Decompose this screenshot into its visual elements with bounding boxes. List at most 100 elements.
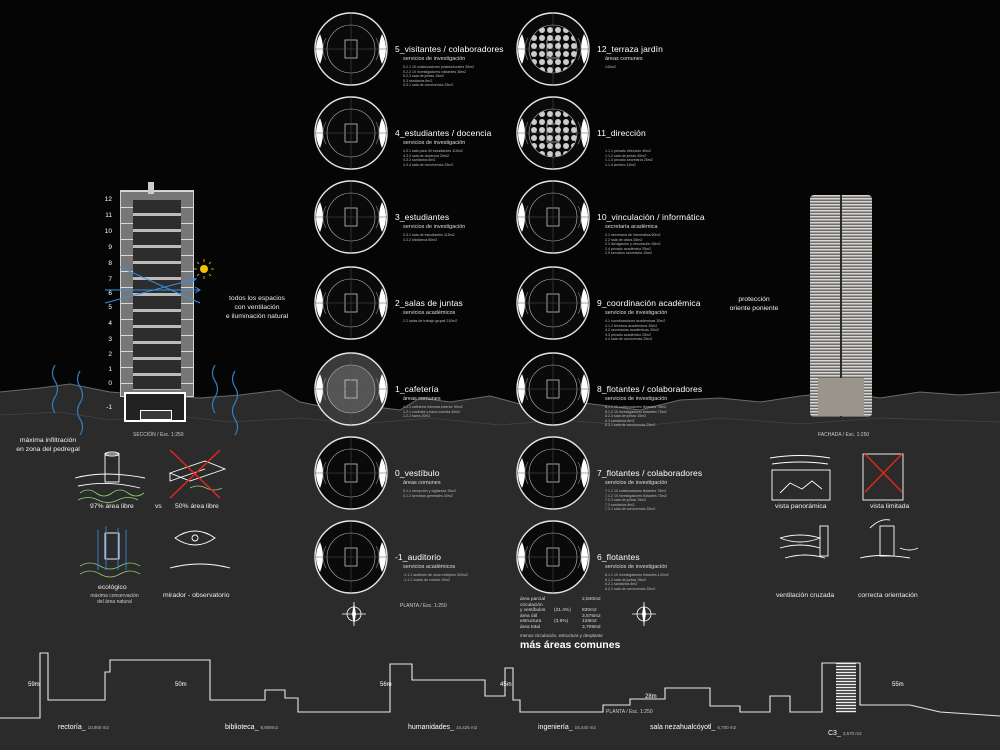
- ventilation-note: todos los espacios con ventilación e ilu…: [222, 294, 292, 321]
- section-caption: SECCIÓN / Esc. 1:250: [133, 432, 184, 438]
- floor-title: 8_flotantes / colaboradores: [597, 384, 703, 394]
- floor-program-line: 2.2 salas de trabajo grupal 210m2: [403, 319, 458, 323]
- skyline-building-height: 55m: [892, 682, 904, 688]
- skyline-building: humanidades_15,425 m2: [408, 724, 477, 731]
- skyline-building-height: 50m: [175, 682, 187, 688]
- orientation-label: correcta orientación: [858, 592, 918, 599]
- eco-sub-line: máxima conservación: [90, 593, 139, 599]
- floor-program-line: -1.1.1 auditorio de usos múltiples 300m2: [403, 573, 468, 577]
- skyline-building-height: 59m: [28, 682, 40, 688]
- skyline-building-area: 15,440 m2: [574, 725, 596, 730]
- floor-subtitle: servicios de investigación: [403, 56, 466, 62]
- floor-subtitle: áreas comunes: [403, 396, 441, 402]
- areas-row-value: 830m2: [582, 608, 597, 614]
- floor-program-line: 6.1.1 10 investigadores flotantes 140m2: [605, 573, 669, 577]
- areas-row-pct: (3.6%): [554, 619, 569, 625]
- cross-vent-label: ventilación cruzada: [776, 592, 835, 599]
- floor-subtitle: servicios académicos: [403, 564, 456, 570]
- floor-program-line: 1.2.1 cocineta y barra comida 40m2: [403, 409, 461, 414]
- cross-icon: [169, 449, 221, 499]
- floor-plan-drawing: [314, 436, 388, 510]
- views-sketches: [769, 453, 919, 559]
- floor-title: 9_coordinación académica: [597, 298, 701, 308]
- skyline-building-area: 3,570 m2: [842, 731, 862, 736]
- floor-title: 3_estudiantes: [395, 212, 450, 222]
- free-area-50: 50% área libre: [175, 503, 219, 510]
- facade-tower-base: [818, 378, 864, 416]
- floor-program-line: 1.1.3 privado secretaría 25m2: [605, 158, 653, 163]
- floor-subtitle: servicios de investigación: [403, 140, 466, 146]
- cross-icon: [864, 453, 903, 493]
- floor-title: -1_auditorio: [395, 552, 442, 562]
- areas-row-label: estructura: [520, 619, 542, 625]
- section-basement-box: [140, 410, 172, 420]
- floor-plan-drawing: [314, 520, 388, 594]
- floor-title: 11_dirección: [597, 128, 646, 138]
- water-infiltration-arrows: [51, 365, 239, 436]
- floor-program-line: 4.3.4 sala de convivencia 25m2: [403, 162, 454, 167]
- floor-plan-drawing: [314, 180, 388, 254]
- level-11: 11: [105, 212, 112, 219]
- floor-program-line: 4.1 coordinaciones académicas 30m2: [605, 319, 666, 323]
- skyline-building: rectoría_10,900 m2: [58, 724, 109, 731]
- level-5: 5: [108, 304, 112, 311]
- infiltration-note-line: en zona del pedregal: [16, 446, 80, 453]
- protection-note-line: protección: [738, 296, 770, 303]
- floor-subtitle: servicios de investigación: [605, 480, 668, 486]
- section-tower-mast: [148, 182, 154, 194]
- skyline-building-name: humanidades: [408, 724, 451, 731]
- areas-row: y vestíbulos(21.4%)830m2: [520, 608, 630, 614]
- areas-note: menos circulación, estructura y desplant…: [520, 632, 603, 638]
- floor-program-line: 8.3.1 sala de convivencia 25m2: [605, 423, 656, 428]
- skyline-separator: _: [568, 724, 573, 731]
- floor-program-line: 6.1.2 sala de juntas 15m2: [605, 577, 647, 582]
- pedregal-sketches: [74, 449, 231, 578]
- ventilation-note-line: con ventilación: [234, 304, 280, 311]
- versus-label: vs: [155, 503, 162, 510]
- level-1: 1: [108, 366, 112, 373]
- floor-plan-drawing: [516, 180, 590, 254]
- floor-title: 12_terraza jardín: [597, 44, 663, 54]
- floor-program-line: 5.2.1 10 colaboradores postdoctorales 35…: [403, 65, 475, 69]
- areas-row-label: y vestíbulos: [520, 608, 546, 614]
- floor-program-line: 3.3.2 biblioteca 80m2: [403, 237, 438, 242]
- protection-note-line: oriente poniente: [729, 305, 779, 312]
- floor-plan-drawing: [314, 96, 388, 170]
- mirador-label: mirador - observatorio: [163, 592, 230, 599]
- areas-row-label: circulación: [520, 602, 543, 608]
- level-2: 2: [108, 351, 112, 358]
- floor-program-line: 7.1.1 10 colaboradores flotantes 75m2: [605, 489, 667, 493]
- areas-row-label: área útil: [520, 613, 538, 619]
- floor-program-line: 5.2.3 sala de juntas 15m2: [403, 74, 445, 79]
- skyline-building-name: C3: [828, 730, 837, 737]
- floor-program-line: 5.2.2 10 investigadores visitantes 35m2: [403, 69, 467, 74]
- floor-program-line: 4.2 secretarías académicas 30m2: [605, 328, 659, 333]
- facade-caption: FACHADA / Esc. 1:250: [818, 432, 870, 438]
- skyline-building: C3_3,570 m2: [828, 730, 862, 737]
- ventilation-arrows: [104, 259, 214, 304]
- level-minus-1: -1: [106, 404, 112, 411]
- skyline-building-area: 6,700 m2: [717, 725, 737, 730]
- section-basement-auditorium: [124, 392, 186, 422]
- infiltration-note: máxima infiltración en zona del pedregal: [4, 436, 92, 454]
- floor-program-line: 2.1 secretaría de informática 60m2: [605, 233, 661, 237]
- floor-plan-item: -1_auditorio servicios académicos -1.1.1 a…: [312, 518, 512, 598]
- level-0: 0: [108, 380, 112, 387]
- floor-program-line: 2.2 sala de datos 35m2: [605, 237, 643, 242]
- areas-row: estructura (3.6%) 128m2: [520, 619, 630, 625]
- floor-subtitle: servicios académicos: [403, 310, 456, 316]
- areas-row-value: 128m2: [582, 619, 597, 625]
- skyline-building: ingeniería_15,440 m2: [538, 724, 596, 731]
